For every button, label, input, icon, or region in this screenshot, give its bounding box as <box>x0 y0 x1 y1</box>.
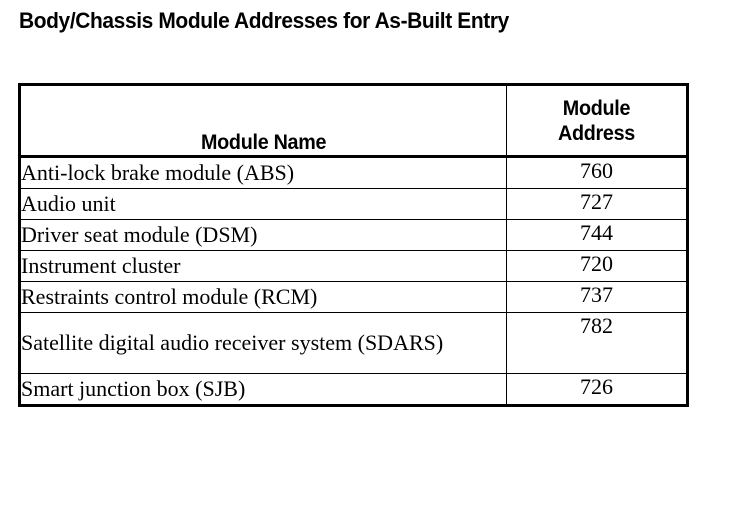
table-row: Smart junction box (SJB) 726 <box>19 373 688 406</box>
table-row: Anti-lock brake module (ABS) 760 <box>19 156 688 189</box>
module-address-table: Module Name Module Address Anti-lock bra… <box>18 83 689 407</box>
cell-module-address: 737 <box>506 281 688 313</box>
cell-module-address: 760 <box>506 156 688 189</box>
column-header-module-address-line2: Address <box>557 121 636 145</box>
cell-module-name: Audio unit <box>19 188 507 220</box>
table-body: Anti-lock brake module (ABS) 760 Audio u… <box>19 156 688 406</box>
table-row: Satellite digital audio receiver system … <box>19 312 688 374</box>
cell-module-address: 782 <box>506 312 688 374</box>
cell-module-name: Driver seat module (DSM) <box>19 219 507 251</box>
column-header-module-name-label: Module Name <box>200 131 327 154</box>
cell-module-address: 727 <box>506 188 688 220</box>
cell-module-address: 744 <box>506 219 688 251</box>
table-row: Driver seat module (DSM) 744 <box>19 219 688 251</box>
cell-module-name: Instrument cluster <box>19 250 507 282</box>
column-header-module-address-line1: Module <box>562 96 631 120</box>
column-header-module-address: Module Address <box>506 84 688 158</box>
cell-module-name: Anti-lock brake module (ABS) <box>19 156 507 189</box>
cell-module-name: Restraints control module (RCM) <box>19 281 507 313</box>
page-title: Body/Chassis Module Addresses for As-Bui… <box>19 8 509 33</box>
cell-module-name: Satellite digital audio receiver system … <box>19 312 507 374</box>
cell-module-address: 726 <box>506 373 688 406</box>
table-row: Restraints control module (RCM) 737 <box>19 281 688 313</box>
table-header-row: Module Name Module Address <box>19 84 688 158</box>
cell-module-name: Smart junction box (SJB) <box>19 373 507 406</box>
table-header: Module Name Module Address <box>19 84 688 158</box>
cell-module-address: 720 <box>506 250 688 282</box>
column-header-module-name: Module Name <box>19 84 507 158</box>
table-row: Instrument cluster 720 <box>19 250 688 282</box>
table-row: Audio unit 727 <box>19 188 688 220</box>
module-address-table-wrapper: Module Name Module Address Anti-lock bra… <box>18 83 689 407</box>
